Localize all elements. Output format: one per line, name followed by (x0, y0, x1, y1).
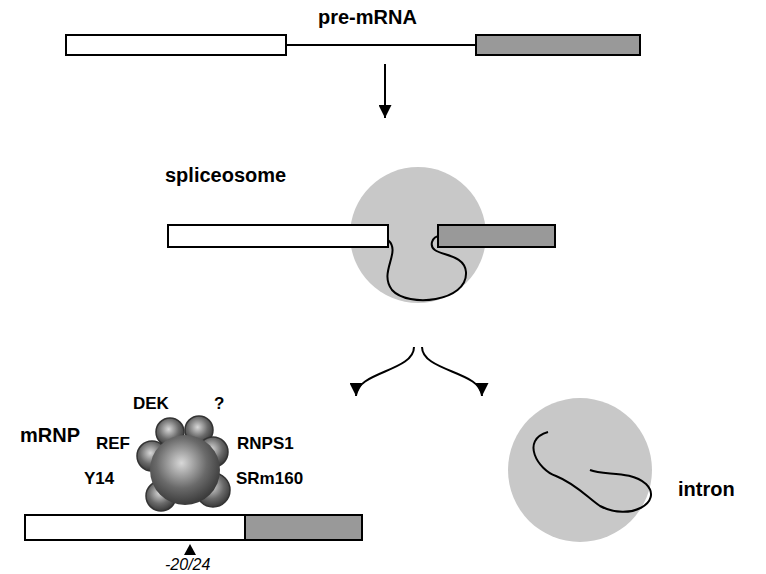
exon-gray (438, 225, 555, 247)
flow-arrow (422, 347, 482, 396)
exon-gray (476, 35, 640, 55)
exon-gray (245, 515, 362, 540)
protein-name: DEK (133, 394, 169, 414)
protein-complex (137, 416, 230, 511)
unknown-mark: ? (214, 394, 224, 414)
protein-name: REF (96, 434, 130, 454)
stage-label: pre-mRNA (318, 6, 417, 29)
spliceosome-stage: spliceosome (160, 120, 676, 345)
exon-white (25, 515, 245, 540)
stage-label: spliceosome (165, 164, 286, 187)
pre-mrna-strand: pre-mRNA (60, 4, 645, 62)
stage-label: intron (678, 478, 735, 501)
intron-line (286, 44, 476, 46)
intron-loop (533, 432, 651, 512)
protein-name: RNPS1 (237, 434, 294, 454)
exon-white (168, 225, 388, 247)
position-label: -20/24 (165, 556, 210, 574)
protein-name: Y14 (84, 469, 114, 489)
stage-label: mRNP (20, 424, 80, 447)
exon-white (66, 35, 286, 55)
intron-circle (508, 398, 652, 542)
intron-stage: intron (470, 398, 755, 548)
junction-triangle (184, 544, 196, 555)
mrnp-stage: mRNP (15, 398, 370, 570)
flow-arrow (384, 64, 386, 118)
flow-arrow (356, 347, 414, 396)
protein-name: SRm160 (236, 469, 303, 489)
